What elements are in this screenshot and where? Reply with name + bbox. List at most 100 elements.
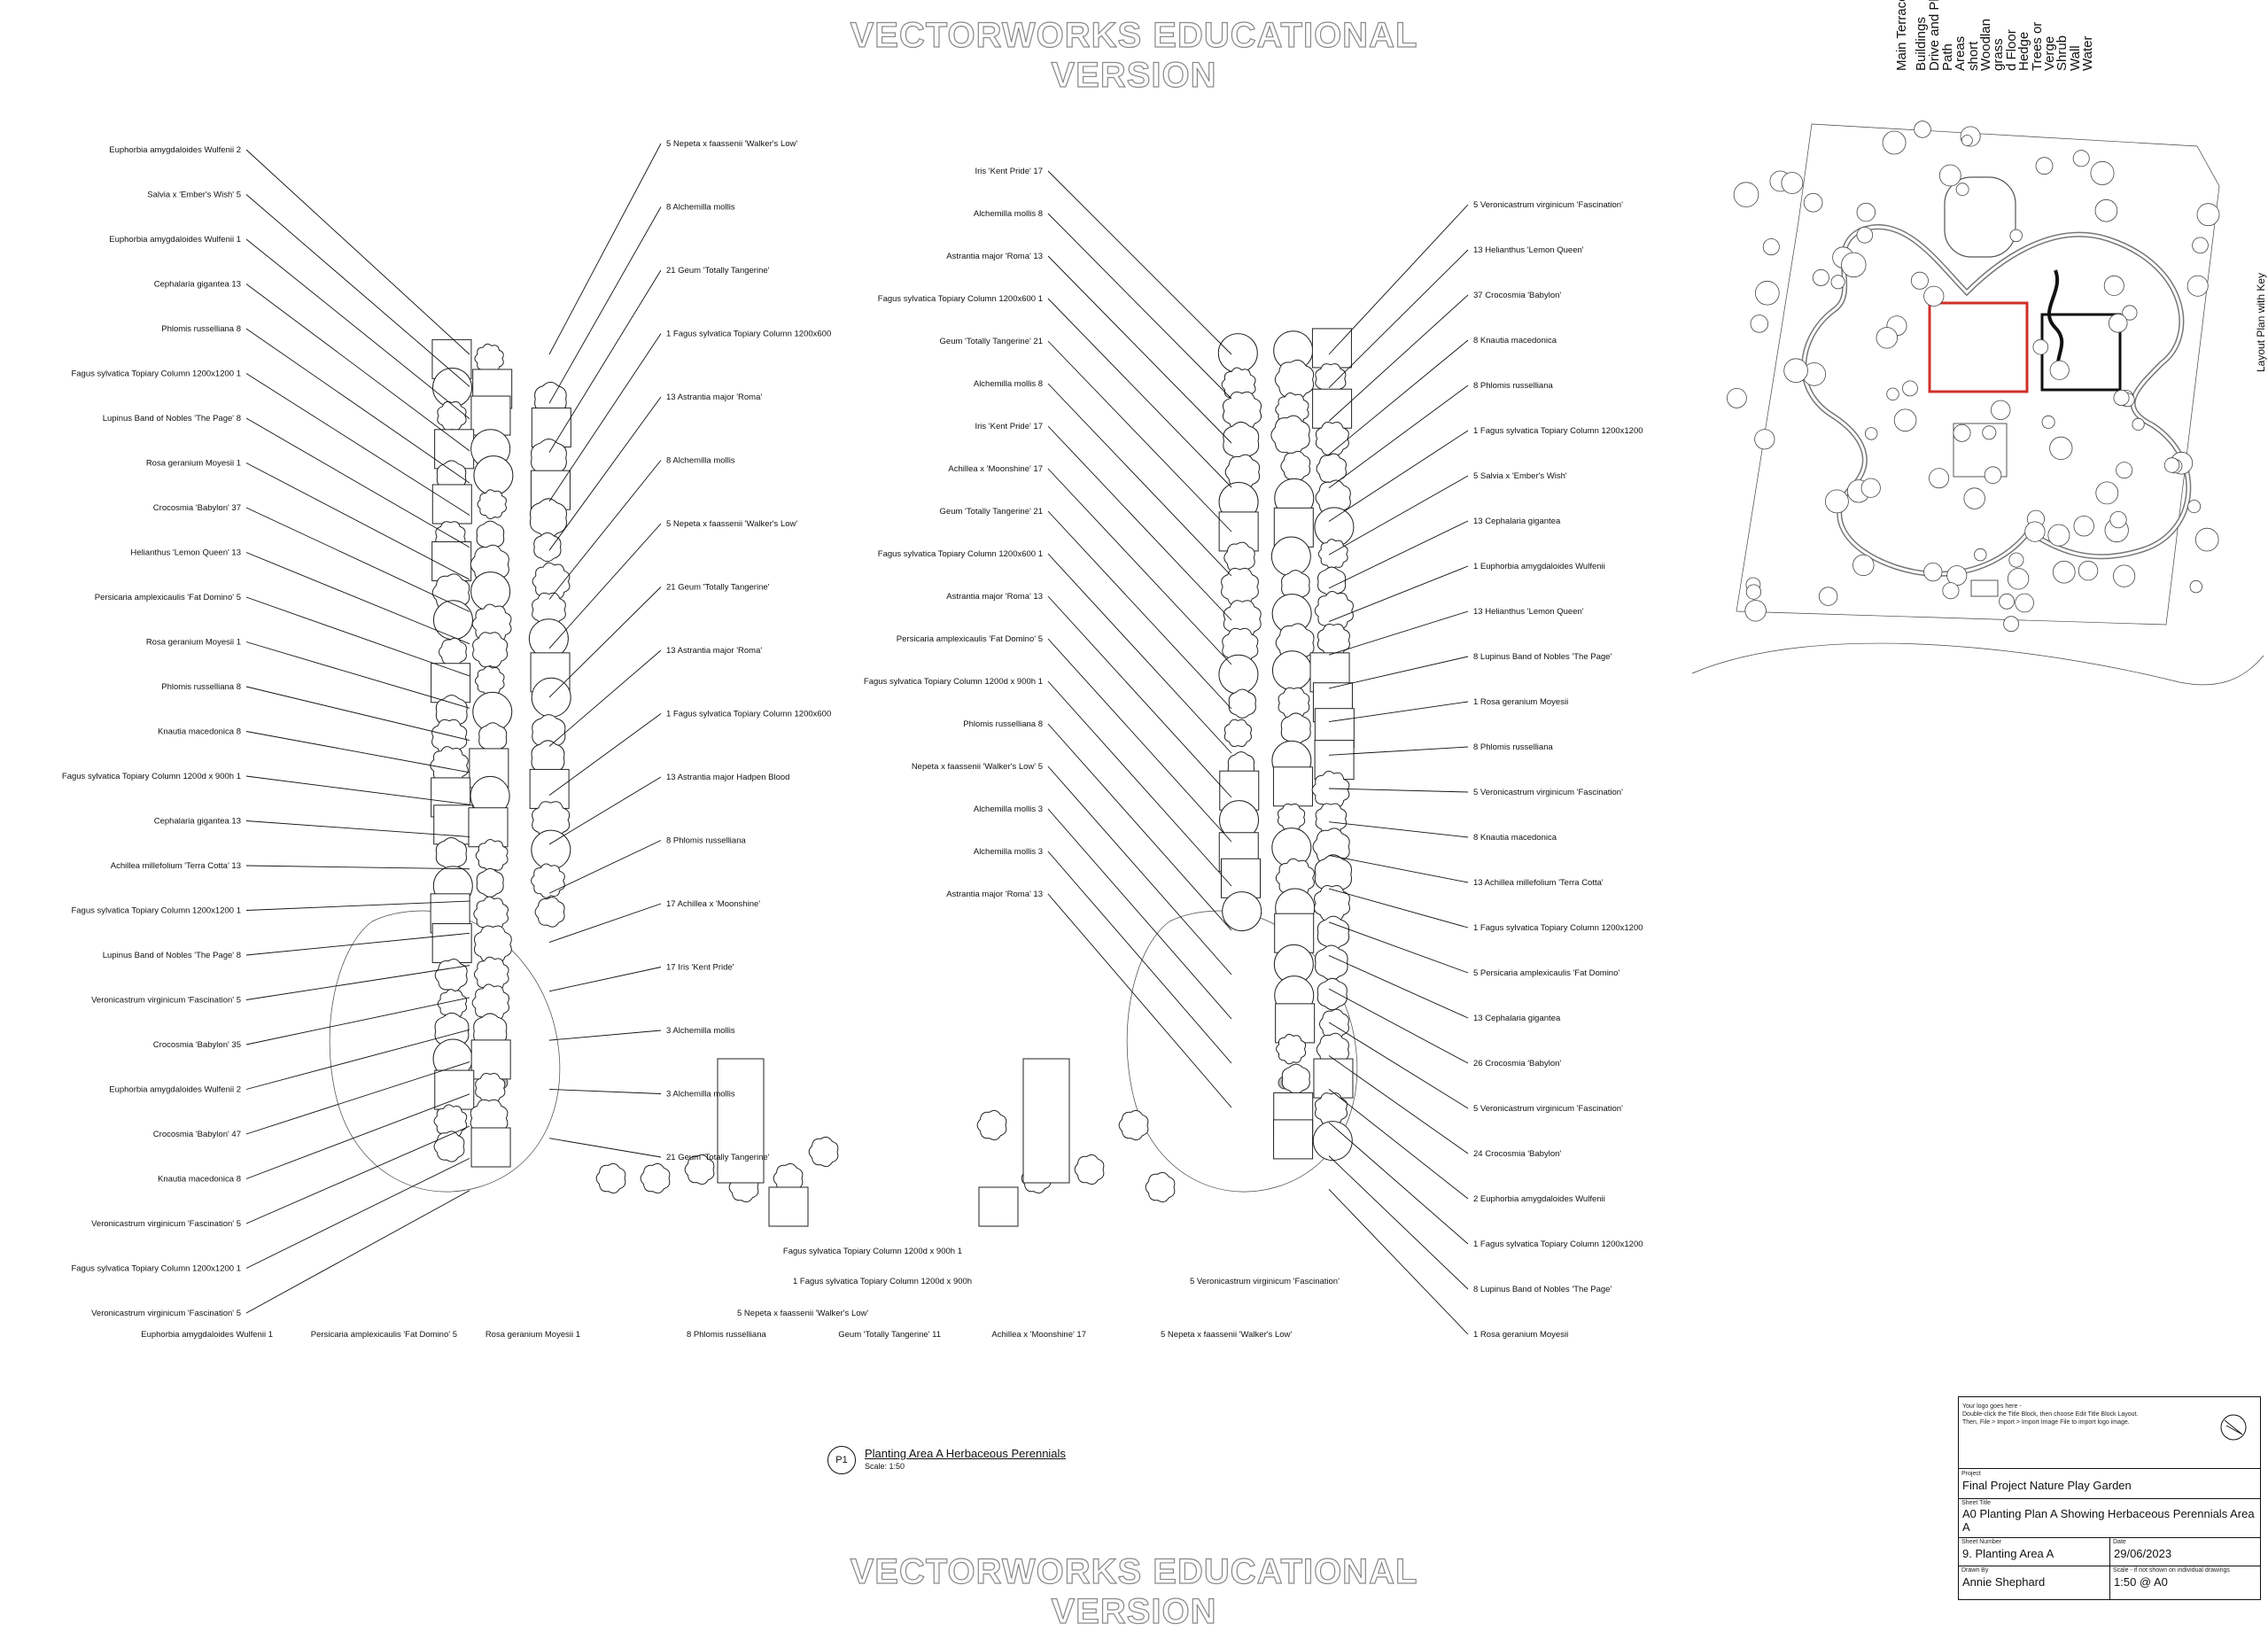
oval-track (1944, 176, 2016, 258)
leader-line (245, 731, 470, 773)
perennial-symbol (1074, 1154, 1105, 1185)
plant-label: 1 Euphorbia amygdaloides Wulfenii (1473, 562, 1605, 571)
plant-label: 8 Alchemilla mollis (666, 456, 735, 466)
date-label: Date (2113, 1539, 2126, 1545)
road-edge (1691, 642, 2264, 686)
topiary-column-symbol (1314, 740, 1355, 781)
leader-line (548, 840, 662, 894)
leader-line (1047, 255, 1232, 444)
perennial-symbol (1315, 422, 1349, 455)
plant-label: 1 Fagus sylvatica Topiary Column 1200x60… (666, 330, 831, 339)
keyplan-tree-icon (2035, 157, 2054, 175)
leader-line (548, 523, 662, 649)
leader-line (1328, 955, 1469, 1019)
plant-label: Geum 'Totally Tangerine' 21 (940, 507, 1043, 517)
leader-line (245, 149, 470, 355)
leader-line (1328, 1188, 1469, 1335)
perennial-symbol (475, 665, 505, 696)
keyplan-tree-icon (1745, 584, 1762, 600)
north-arrow-icon (2220, 1414, 2247, 1441)
keyplan-tree-icon (1886, 387, 1899, 401)
shrub-symbol (528, 618, 569, 659)
plant-label: 5 Nepeta x faassenii 'Walker's Low' (666, 519, 797, 529)
perennial-symbol (473, 925, 512, 964)
plant-label: Fagus sylvatica Topiary Column 1200x600 … (878, 549, 1043, 559)
plant-label: Persicaria amplexicaulis 'Fat Domino' 5 (311, 1330, 457, 1340)
plant-label: 1 Fagus sylvatica Topiary Column 1200x12… (1473, 1240, 1643, 1249)
keyplan-tree-icon (2094, 198, 2118, 222)
perennial-symbol (439, 637, 467, 667)
sheet-number-label: Sheet Number (1961, 1539, 2002, 1545)
keyplan-tree-icon (1812, 268, 1829, 286)
plant-label: Alchemilla mollis 8 (974, 379, 1043, 389)
leader-line (245, 1029, 470, 1090)
leader-line (548, 143, 662, 355)
plan-title: Planting Area A Herbaceous Perennials (865, 1447, 1066, 1460)
plant-label: 17 Iris 'Kent Pride' (666, 963, 734, 973)
plant-label: 17 Achillea x 'Moonshine' (666, 899, 760, 909)
plant-label: 13 Helianthus 'Lemon Queen' (1473, 607, 1584, 617)
leader-line (1328, 821, 1469, 838)
leader-line (245, 1093, 470, 1179)
topiary-column-symbol (470, 1039, 511, 1080)
watermark-top: VECTORWORKS EDUCATIONAL VERSION (850, 15, 1418, 95)
perennial-symbol (1223, 421, 1260, 461)
leader-line (1047, 723, 1232, 931)
plant-label: 8 Knautia macedonica (1473, 833, 1557, 843)
perennial-symbol (1274, 359, 1315, 400)
leader-line (245, 462, 470, 580)
perennial-symbol (1315, 944, 1348, 981)
highlight-area-a (1928, 301, 2029, 393)
keyplan-tree-icon (2122, 305, 2138, 321)
plan-scale: Scale: 1:50 (865, 1462, 905, 1471)
plant-label: Achillea x 'Moonshine' 17 (948, 464, 1043, 474)
leader-line (245, 596, 470, 677)
plant-label: 1 Rosa geranium Moyesii (1473, 697, 1568, 707)
leader-line (1328, 1122, 1469, 1245)
leader-line (1328, 339, 1469, 455)
plant-label: 1 Rosa geranium Moyesii (1473, 1330, 1568, 1340)
plant-label: Veronicastrum virginicum 'Fascination' 5 (91, 1309, 241, 1318)
plant-label: Euphorbia amygdaloides Wulfenii 1 (141, 1330, 273, 1340)
leader-line (548, 776, 662, 845)
keyplan-tree-icon (1923, 285, 1945, 307)
perennial-symbol (595, 1162, 626, 1194)
leader-line (1047, 340, 1232, 532)
plant-label: 5 Persicaria amplexicaulis 'Fat Domino' (1473, 968, 1619, 978)
plant-label: Rosa geranium Moyesii 1 (146, 459, 241, 469)
building-block (1953, 423, 2008, 478)
plant-label: Rosa geranium Moyesii 1 (146, 638, 241, 648)
shrub-symbol (1217, 333, 1258, 374)
plant-label: Crocosmia 'Babylon' 35 (153, 1040, 241, 1050)
planting-bed-mid-left (528, 381, 839, 1227)
plant-label: 5 Nepeta x faassenii 'Walker's Low' (666, 139, 797, 149)
leader-line (1328, 565, 1469, 622)
topiary-column-symbol (1273, 1119, 1314, 1160)
leader-line (245, 194, 470, 387)
shrub-symbol (1222, 891, 1262, 932)
topiary-column-symbol (768, 1186, 809, 1227)
keyplan-tree-icon (1923, 562, 1943, 582)
plant-label: 1 Fagus sylvatica Topiary Column 1200x12… (1473, 426, 1643, 436)
topiary-column-symbol (978, 1186, 1019, 1227)
keyplan-tree-icon (1942, 582, 1960, 600)
leader-line (245, 1061, 470, 1135)
plant-label: 3 Alchemilla mollis (666, 1026, 735, 1036)
perennial-symbol (534, 897, 565, 928)
leader-line (548, 713, 662, 797)
keyplan-tree-icon (2073, 516, 2094, 537)
keyplan-tree-icon (2113, 564, 2136, 587)
project-label: Project (1961, 1471, 1981, 1477)
perennial-symbol (1316, 453, 1347, 485)
leader-line (548, 460, 662, 600)
leader-line (1047, 893, 1232, 1108)
leader-line (1047, 765, 1232, 975)
perennial-symbol (474, 343, 504, 374)
plant-label: Euphorbia amygdaloides Wulfenii 1 (109, 235, 241, 245)
leader-line (245, 284, 470, 452)
topiary-column-symbol (470, 1127, 511, 1168)
perennial-symbol (1221, 567, 1259, 606)
leader-line (548, 333, 662, 502)
leader-line (245, 1125, 470, 1224)
plant-label: 8 Alchemilla mollis (666, 203, 735, 213)
